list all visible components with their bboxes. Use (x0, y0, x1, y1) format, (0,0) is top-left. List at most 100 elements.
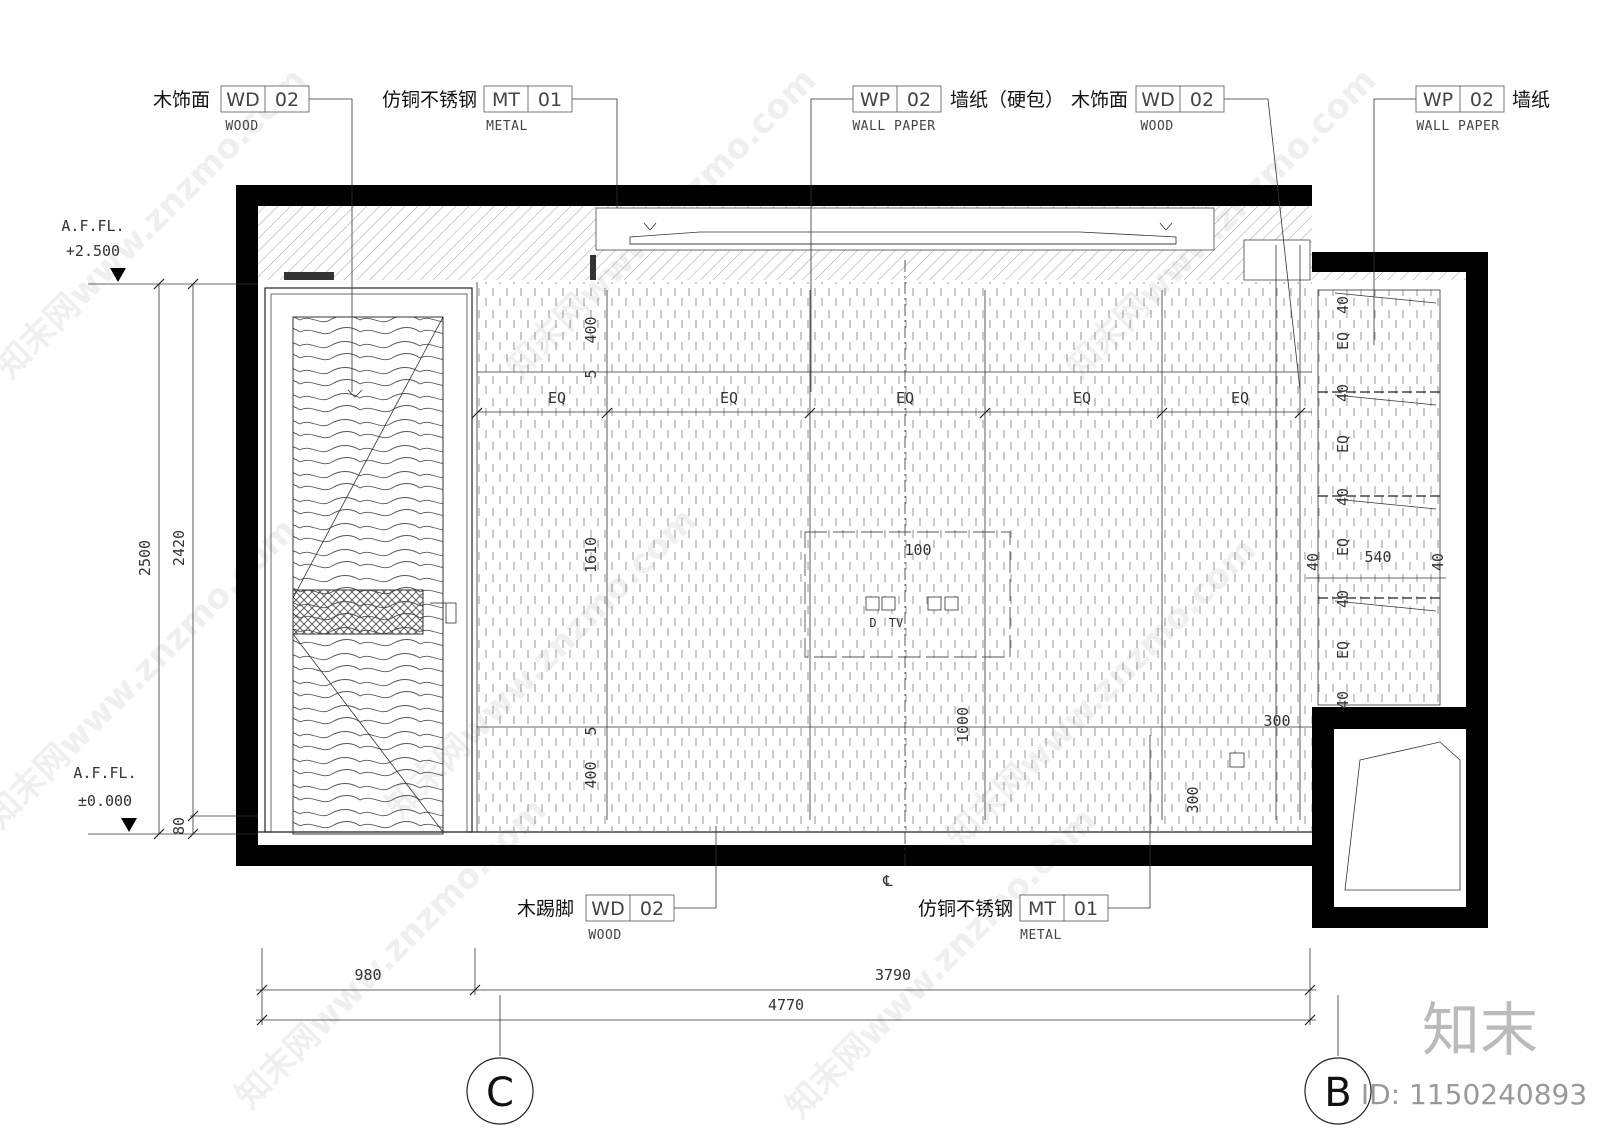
svg-text:木踢脚: 木踢脚 (517, 898, 574, 920)
svg-text:WD: WD (591, 898, 624, 920)
svg-text:5: 5 (582, 369, 600, 378)
svg-text:02: 02 (1470, 89, 1494, 111)
svg-text:A.F.FL.: A.F.FL. (73, 764, 136, 782)
dim-height-total: 2500 (136, 540, 154, 576)
svg-text:木饰面: 木饰面 (1071, 89, 1128, 111)
svg-text:EQ: EQ (1231, 389, 1249, 407)
svg-text:02: 02 (640, 898, 664, 920)
socket-icon (944, 596, 959, 611)
svg-text:WALL PAPER: WALL PAPER (852, 119, 935, 134)
dim-socket-height: 1000 (954, 707, 972, 743)
svg-text:±0.000: ±0.000 (78, 792, 132, 810)
svg-text:METAL: METAL (1020, 928, 1062, 943)
vent-grille (590, 255, 596, 280)
dim-wall-width: 3790 (875, 966, 911, 984)
svg-text:EQ: EQ (1334, 435, 1352, 453)
svg-text:EQ: EQ (1334, 332, 1352, 350)
svg-text:02: 02 (907, 89, 931, 111)
svg-text:WOOD: WOOD (1140, 119, 1173, 134)
tv-outline (804, 531, 1011, 658)
svg-text:02: 02 (1190, 89, 1214, 111)
svg-text:5: 5 (582, 726, 600, 735)
dim-mid-band: 1610 (582, 537, 600, 573)
downlight-icon (643, 222, 657, 231)
svg-text:WD: WD (1141, 89, 1174, 111)
svg-text:EQ: EQ (720, 389, 738, 407)
centerline-icon: ℄ (882, 872, 893, 890)
level-floor: A.F.FL. ±0.000 (73, 764, 258, 835)
svg-text:02: 02 (275, 89, 299, 111)
svg-text:WOOD: WOOD (588, 928, 621, 943)
svg-text:40: 40 (1429, 553, 1447, 571)
dim-side-socket: 300 (1263, 712, 1290, 730)
downlight-icon (1159, 222, 1173, 231)
door-handle (445, 602, 457, 624)
svg-text:+2.500: +2.500 (66, 242, 120, 260)
svg-text:40: 40 (1334, 488, 1352, 506)
tag-wood-1: 木饰面 WD 02 WOOD (153, 85, 353, 392)
svg-text:EQ: EQ (1334, 538, 1352, 556)
svg-text:EQ: EQ (548, 389, 566, 407)
id-watermark: ID: 1150240893 (1361, 1078, 1587, 1111)
brand-watermark: 知末 (1422, 996, 1538, 1064)
svg-text:40: 40 (1304, 553, 1322, 571)
tag-wallpaper-1: WP 02 WALL PAPER 墙纸（硬包） (810, 85, 1064, 392)
grid-bubble-b (1304, 1057, 1372, 1125)
shelf-unit (1317, 289, 1441, 706)
dim-height-door: 2420 (170, 530, 188, 566)
dim-top-band: 400 (582, 316, 600, 343)
svg-text:MT: MT (492, 89, 520, 111)
tag-metal-2: 仿铜不锈钢 MT 01 METAL (918, 735, 1151, 943)
dim-shelf-width: 540 (1364, 548, 1391, 566)
niche-header (1312, 707, 1488, 729)
svg-text:EQ: EQ (896, 389, 914, 407)
svg-text:WP: WP (1423, 89, 1453, 111)
vent-grille (284, 272, 334, 280)
socket-icon (927, 596, 942, 611)
tag-wallpaper-2: WP 02 WALL PAPER 墙纸 (1373, 85, 1550, 345)
svg-text:WD: WD (226, 89, 259, 111)
niche-object (1344, 741, 1461, 891)
dim-total-width: 4770 (768, 996, 804, 1014)
socket-icon (881, 596, 896, 611)
svg-text:40: 40 (1334, 384, 1352, 402)
svg-text:01: 01 (538, 89, 562, 111)
svg-text:木饰面: 木饰面 (153, 89, 210, 111)
socket-label-tv: TV (889, 616, 903, 630)
svg-text:METAL: METAL (486, 119, 528, 134)
svg-text:仿铜不锈钢: 仿铜不锈钢 (918, 898, 1013, 920)
svg-text:墙纸（硬包）: 墙纸（硬包） (950, 89, 1064, 111)
grid-label-c: C (486, 1070, 514, 1116)
dim-bottom-band: 400 (582, 761, 600, 788)
tag-wood-2: 木饰面 WD 02 WOOD (1071, 85, 1301, 391)
svg-text:A.F.FL.: A.F.FL. (61, 217, 124, 235)
door-glass-panel (292, 589, 424, 635)
niche-pier (1312, 707, 1334, 928)
door-leaf (292, 316, 444, 835)
grid-bubble-c (466, 1057, 534, 1125)
svg-text:01: 01 (1074, 898, 1098, 920)
socket-label-d: D (869, 616, 876, 630)
chevron-down-icon (347, 389, 363, 398)
svg-text:仿铜不锈钢: 仿铜不锈钢 (382, 89, 477, 111)
ceiling-light-trough (595, 207, 1215, 251)
svg-text:WOOD: WOOD (225, 119, 258, 134)
dim-floor-socket: 300 (1184, 786, 1202, 813)
svg-text:EQ: EQ (1073, 389, 1091, 407)
svg-text:WP: WP (860, 89, 890, 111)
tag-skirting: 木踢脚 WD 02 WOOD (517, 826, 717, 943)
svg-text:40: 40 (1334, 296, 1352, 314)
socket-icon (865, 596, 880, 611)
svg-text:EQ: EQ (1334, 641, 1352, 659)
grid-label-b: B (1324, 1070, 1351, 1116)
level-triangle-icon (110, 268, 126, 282)
svg-text:MT: MT (1028, 898, 1056, 920)
dim-tv: 100 (904, 541, 931, 559)
svg-text:40: 40 (1334, 590, 1352, 608)
level-triangle-icon (121, 818, 137, 832)
wallpaper-panel (477, 282, 1312, 832)
curtain-box (1243, 239, 1311, 281)
socket-icon (1229, 752, 1245, 768)
tag-metal-1: 仿铜不锈钢 MT 01 METAL (382, 85, 618, 208)
